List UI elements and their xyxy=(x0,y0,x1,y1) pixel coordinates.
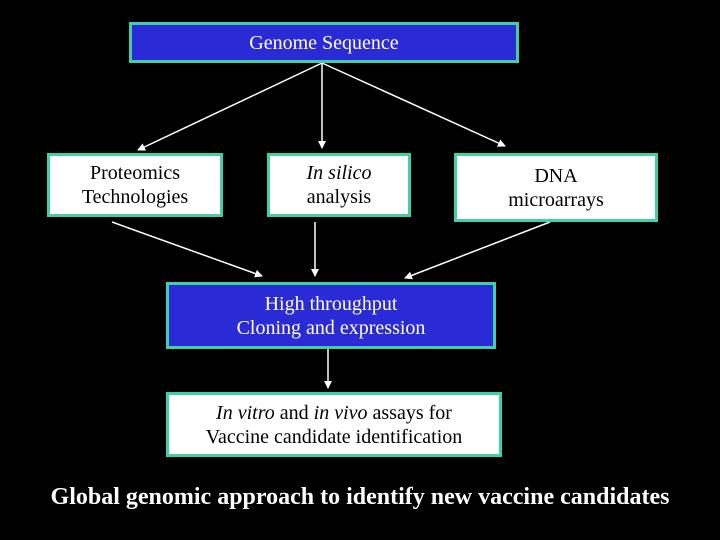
htp-line2: Cloning and expression xyxy=(236,316,426,339)
dna-line1: DNA xyxy=(534,164,578,187)
genome-sequence-label: Genome Sequence xyxy=(249,31,399,54)
assays-line2: Vaccine candidate identification xyxy=(205,425,463,448)
arrow-dna-to-htp xyxy=(404,221,551,280)
assays-line1: In vitro and in vivo assays for xyxy=(216,401,452,424)
proteomics-box: Proteomics Technologies xyxy=(47,153,223,217)
assays-box: In vitro and in vivo assays for Vaccine … xyxy=(166,392,502,457)
proteomics-line2: Technologies xyxy=(81,186,189,208)
slide-caption: Global genomic approach to identify new … xyxy=(50,484,670,510)
insilico-line2: analysis xyxy=(306,186,372,208)
arrow-genome-to-dna xyxy=(321,62,506,147)
high-throughput-box: High throughput Cloning and expression xyxy=(166,282,496,349)
arrow-proteomics-to-htp xyxy=(111,221,263,278)
dna-box: DNA microarrays xyxy=(454,153,658,222)
insilico-line1: In silico xyxy=(306,162,372,184)
arrow-genome-to-proteomics xyxy=(137,62,323,151)
insilico-box: In silico analysis xyxy=(267,153,411,217)
proteomics-line1: Proteomics xyxy=(90,162,180,184)
htp-line1: High throughput xyxy=(264,292,398,315)
genome-sequence-box: Genome Sequence xyxy=(129,22,519,63)
dna-line2: microarrays xyxy=(508,188,604,211)
